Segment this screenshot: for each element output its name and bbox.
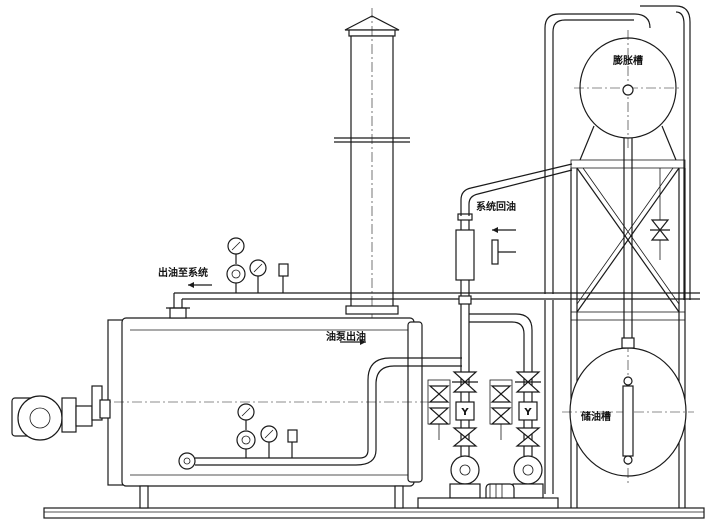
storage-tank-label: 储油槽 <box>580 410 611 423</box>
pump-line-left: Y <box>452 300 478 456</box>
expansion-tank: 膨胀槽 <box>574 30 682 161</box>
system-return-assembly <box>455 163 573 305</box>
circulation-pumps <box>417 455 559 509</box>
expansion-feed-pipe <box>544 5 691 494</box>
oil-to-system-pipe <box>173 282 700 308</box>
storage-tank: 储油槽 <box>562 337 694 484</box>
return-coil-pipe <box>178 339 462 470</box>
strainer-mark-left: Y <box>460 407 469 418</box>
boiler-gauge-cluster <box>236 403 298 458</box>
bypass-valves <box>427 379 513 440</box>
base-skid <box>43 507 705 519</box>
expansion-downcomer <box>623 138 670 352</box>
boiler-body <box>96 307 440 509</box>
expansion-tank-label: 膨胀槽 <box>613 54 643 67</box>
pump-line-right: Y <box>469 313 541 456</box>
pump-outlet-label: 油泵出油 <box>326 330 366 343</box>
oil-to-system-label: 出油至系统 <box>158 266 208 279</box>
support-frame <box>570 159 686 508</box>
chimney <box>334 8 410 318</box>
system-return-label: 系统回油 <box>476 200 516 213</box>
supply-gauge-cluster <box>226 237 289 293</box>
burner <box>11 385 111 441</box>
strainer-mark-right: Y <box>523 407 532 418</box>
